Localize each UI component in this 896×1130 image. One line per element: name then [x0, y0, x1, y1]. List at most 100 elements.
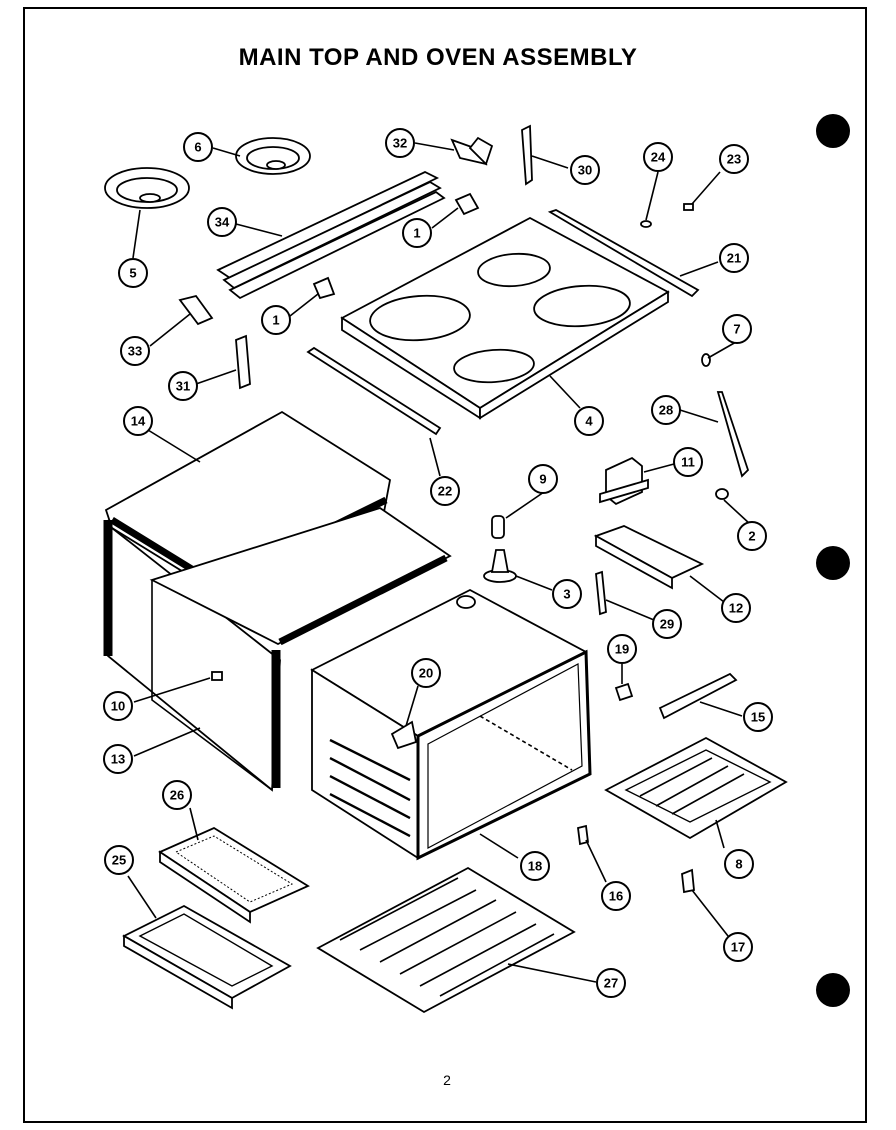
bracket-31: [235, 334, 251, 390]
svg-text:7: 7: [733, 322, 740, 337]
callout-28: 28: [651, 395, 681, 425]
svg-text:2: 2: [748, 529, 755, 544]
callout-30: 30: [570, 155, 600, 185]
svg-text:20: 20: [419, 666, 433, 681]
part-5: [701, 353, 711, 367]
callout-13: 13: [103, 744, 133, 774]
svg-text:29: 29: [660, 617, 674, 632]
callout-23: 23: [719, 144, 749, 174]
svg-text:9: 9: [539, 472, 546, 487]
svg-text:23: 23: [727, 152, 741, 167]
svg-text:27: 27: [604, 976, 618, 991]
clip-17: [681, 868, 695, 894]
svg-text:16: 16: [609, 889, 623, 904]
broil-pan: [122, 904, 292, 1010]
callout-29: 29: [652, 609, 682, 639]
callout-31: 31: [168, 371, 198, 401]
callout-16: 16: [601, 881, 631, 911]
bracket-32: [450, 136, 494, 166]
callout-26: 26: [162, 780, 192, 810]
leader-lines: [127, 142, 751, 983]
oven-cavity: [310, 588, 592, 861]
binder-hole-top: [816, 114, 850, 148]
binder-hole-bottom: [816, 973, 850, 1007]
svg-text:17: 17: [731, 940, 745, 955]
callout-6: 6: [183, 132, 213, 162]
bracket-1-upper: [454, 192, 480, 216]
callout-9: 9: [528, 464, 558, 494]
bake-element: [604, 736, 788, 840]
callout-7: 5: [118, 258, 148, 288]
page-border: [23, 7, 867, 1123]
svg-text:12: 12: [729, 601, 743, 616]
svg-text:32: 32: [393, 136, 407, 151]
bar-15: [658, 672, 738, 720]
callout-10: 10: [103, 691, 133, 721]
part-9: [491, 515, 505, 539]
svg-text:33: 33: [128, 344, 142, 359]
svg-text:14: 14: [131, 414, 146, 429]
callout-21: 21: [719, 243, 749, 273]
callout-33: 33: [120, 336, 150, 366]
trim-strips: [216, 170, 446, 300]
svg-text:18: 18: [528, 859, 542, 874]
svg-text:15: 15: [751, 710, 765, 725]
main-top: [340, 216, 670, 420]
callout-15: 15: [743, 702, 773, 732]
bracket-29: [595, 570, 607, 616]
callout-2: 2: [737, 521, 767, 551]
svg-text:4: 4: [585, 414, 593, 429]
part-3: [483, 549, 517, 583]
clip-16: [577, 824, 589, 846]
svg-text:25: 25: [112, 853, 126, 868]
callout-24: 24: [643, 142, 673, 172]
svg-text:11: 11: [681, 455, 695, 470]
bracket-1-lower: [312, 276, 336, 300]
svg-text:8: 8: [735, 857, 742, 872]
svg-text:3: 3: [563, 587, 570, 602]
part-23: [683, 203, 694, 211]
drip-bowl-small: [235, 137, 311, 175]
part-2: [715, 488, 729, 500]
callout-11: 11: [673, 447, 703, 477]
callout-1-lower: 1: [261, 305, 291, 335]
trim-rail-22: [306, 346, 442, 436]
svg-text:28: 28: [659, 403, 673, 418]
oven-rack: [316, 866, 576, 1014]
svg-text:30: 30: [578, 163, 592, 178]
svg-text:1: 1: [272, 313, 279, 328]
tray-12: [593, 525, 705, 590]
callout-4: 4: [574, 406, 604, 436]
bracket-30: [521, 124, 533, 186]
callout-1-upper: 1: [402, 218, 432, 248]
svg-text:6: 6: [194, 140, 201, 155]
callout-18: 18: [520, 851, 550, 881]
callout-5: 7: [722, 314, 752, 344]
callout-14: 14: [123, 406, 153, 436]
svg-text:1: 1: [413, 226, 420, 241]
callout-34: 34: [207, 207, 237, 237]
svg-text:21: 21: [727, 251, 741, 266]
page-number: 2: [443, 1072, 451, 1088]
broil-grid: [158, 826, 310, 924]
callout-27: 27: [596, 968, 626, 998]
rod-28: [716, 391, 750, 478]
svg-text:24: 24: [651, 150, 666, 165]
svg-text:10: 10: [111, 699, 125, 714]
drip-bowl-large: [104, 167, 190, 209]
page-title: MAIN TOP AND OVEN ASSEMBLY: [238, 44, 638, 71]
callout-3: 3: [552, 579, 582, 609]
insulation-body: [103, 507, 452, 792]
svg-text:19: 19: [615, 642, 629, 657]
trim-rail-21: [547, 209, 700, 298]
box-11: [599, 456, 649, 506]
svg-text:5: 5: [129, 266, 136, 281]
callout-19: 19: [607, 634, 637, 664]
callout-12: 12: [721, 593, 751, 623]
clip-19: [614, 682, 634, 702]
svg-text:31: 31: [176, 379, 190, 394]
callout-8: 8: [724, 849, 754, 879]
svg-text:22: 22: [438, 484, 452, 499]
binder-hole-middle: [816, 546, 850, 580]
callout-20: 20: [411, 658, 441, 688]
